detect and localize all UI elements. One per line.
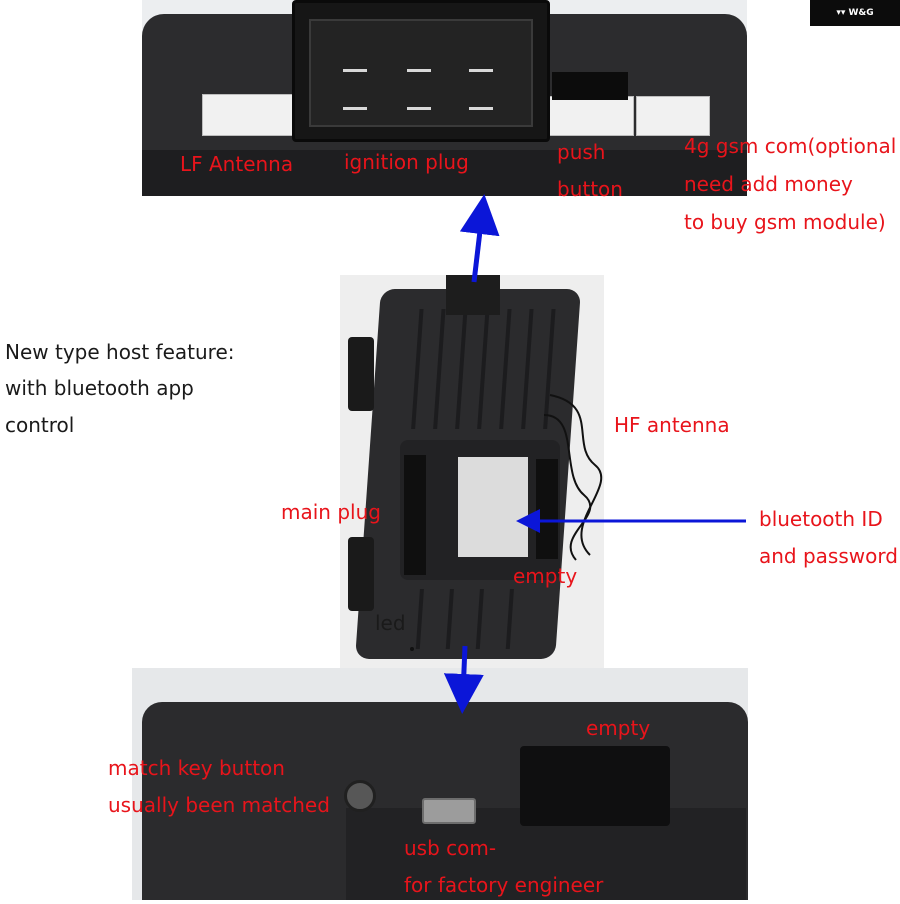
match-key-button [344,780,376,812]
label-gsm-line-2: need add money [684,172,853,196]
module-top-view-photo [340,275,604,675]
label-bluetooth-line-1: bluetooth ID [759,507,883,531]
logo-mark-icon: ▾▾ [836,8,846,18]
label-gsm-line-3: to buy gsm module) [684,210,886,234]
ignition-plug-cavity [309,19,533,127]
mounting-tab-upper [348,337,374,411]
mounting-tab-lower [348,537,374,611]
empty-port [520,746,670,826]
label-usb-line-2: for factory engineer [404,873,604,897]
feature-note-line-2: with bluetooth app [5,376,194,400]
label-push-line-2: button [557,177,623,201]
logo-text: W&G [848,8,874,18]
label-main-plug: main plug [281,500,381,524]
hf-antenna-wire [543,394,603,561]
main-plug-header [404,455,426,575]
ignition-plug-socket [292,0,550,142]
led-indicator [410,647,414,651]
label-empty-bottom: empty [586,716,651,740]
push-button-connector [546,96,634,136]
module-top-connector [446,275,500,315]
label-gsm-line-1: 4g gsm com(optional [684,134,897,158]
label-lf-antenna: LF Antenna [180,152,294,176]
label-hf-antenna: HF antenna [614,413,730,437]
label-led: led [375,611,406,635]
brand-logo: ▾▾ W&G [810,0,900,26]
label-ignition-plug: ignition plug [344,150,469,174]
label-bluetooth-line-2: and password [759,544,898,568]
arrow-up-to-top-view [459,194,500,283]
label-empty-mid: empty [513,564,578,588]
empty-header [536,459,558,559]
lf-antenna-connector [202,94,300,136]
top-connector-photo [142,0,747,196]
module-side-view-photo [132,668,748,900]
label-push-line-1: push [557,140,606,164]
connector-latch [552,72,628,100]
feature-note-line-1: New type host feature: [5,340,235,364]
label-match-key-line-2: usually been matched [108,793,330,817]
usb-port [422,798,476,824]
device-bottom-strip [142,150,747,196]
bluetooth-id-sticker [458,457,528,557]
gsm-connector [636,96,710,136]
label-usb-line-1: usb com- [404,836,497,860]
feature-note-line-3: control [5,413,75,437]
label-match-key-line-1: match key button [108,756,285,780]
